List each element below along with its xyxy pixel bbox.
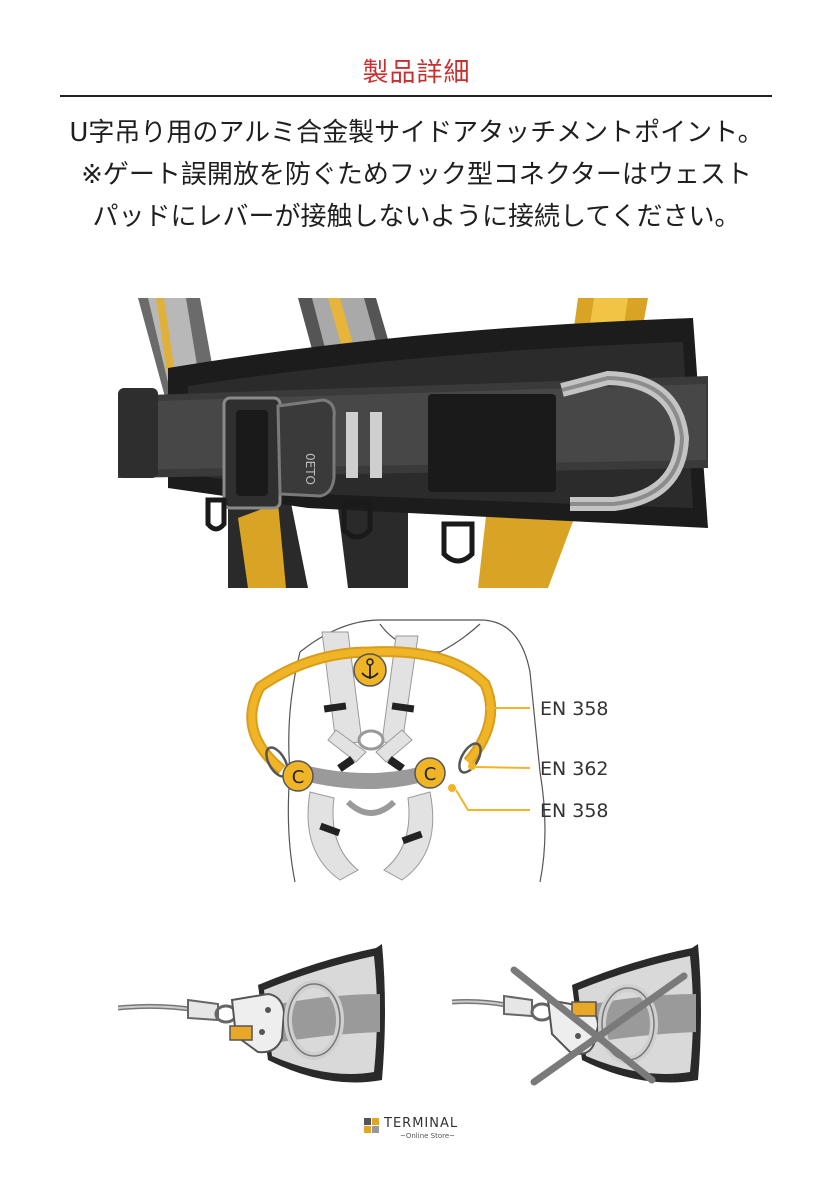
incorrect-cross-icon: [510, 966, 688, 1086]
product-description: U字吊り用のアルミ合金製サイドアタッチメントポイント。 ※ゲート誤開放を防ぐため…: [30, 112, 803, 238]
incorrect-connection-illustration: [452, 944, 701, 1086]
title-divider: [60, 95, 772, 97]
description-line-3: パッドにレバーが接触しないように接続してください。: [92, 202, 741, 232]
standard-label-en358-top: EN 358: [540, 698, 609, 720]
standard-label-en358-bottom: EN 358: [540, 800, 609, 822]
section-title: 製品詳細: [362, 58, 471, 88]
logo-subtitle: ~Online Store~: [400, 1132, 456, 1140]
harness-photo: 0ETO: [118, 298, 708, 588]
terminal-logo: TERMINAL ~Online Store~: [364, 1116, 474, 1146]
description-line-1: U字吊り用のアルミ合金製サイドアタッチメントポイント。: [69, 118, 764, 148]
harness-standards-diagram: C C EN 358 EN 362 EN 358: [246, 619, 609, 883]
connector-badge-left: C: [282, 760, 314, 792]
connector-letter: C: [292, 767, 305, 788]
connector-badge-right: C: [414, 757, 446, 789]
anchor-icon: [361, 658, 379, 679]
logo-name: TERMINAL: [384, 1116, 459, 1131]
correct-connection-illustration: [118, 944, 385, 1083]
buckle-print: 0ETO: [303, 453, 317, 485]
connector-letter: C: [424, 764, 437, 785]
description-line-2: ※ゲート誤開放を防ぐためフック型コネクターはウェスト: [81, 160, 752, 190]
logo-mark-icon: [364, 1118, 380, 1134]
standard-label-en362: EN 362: [540, 758, 609, 780]
